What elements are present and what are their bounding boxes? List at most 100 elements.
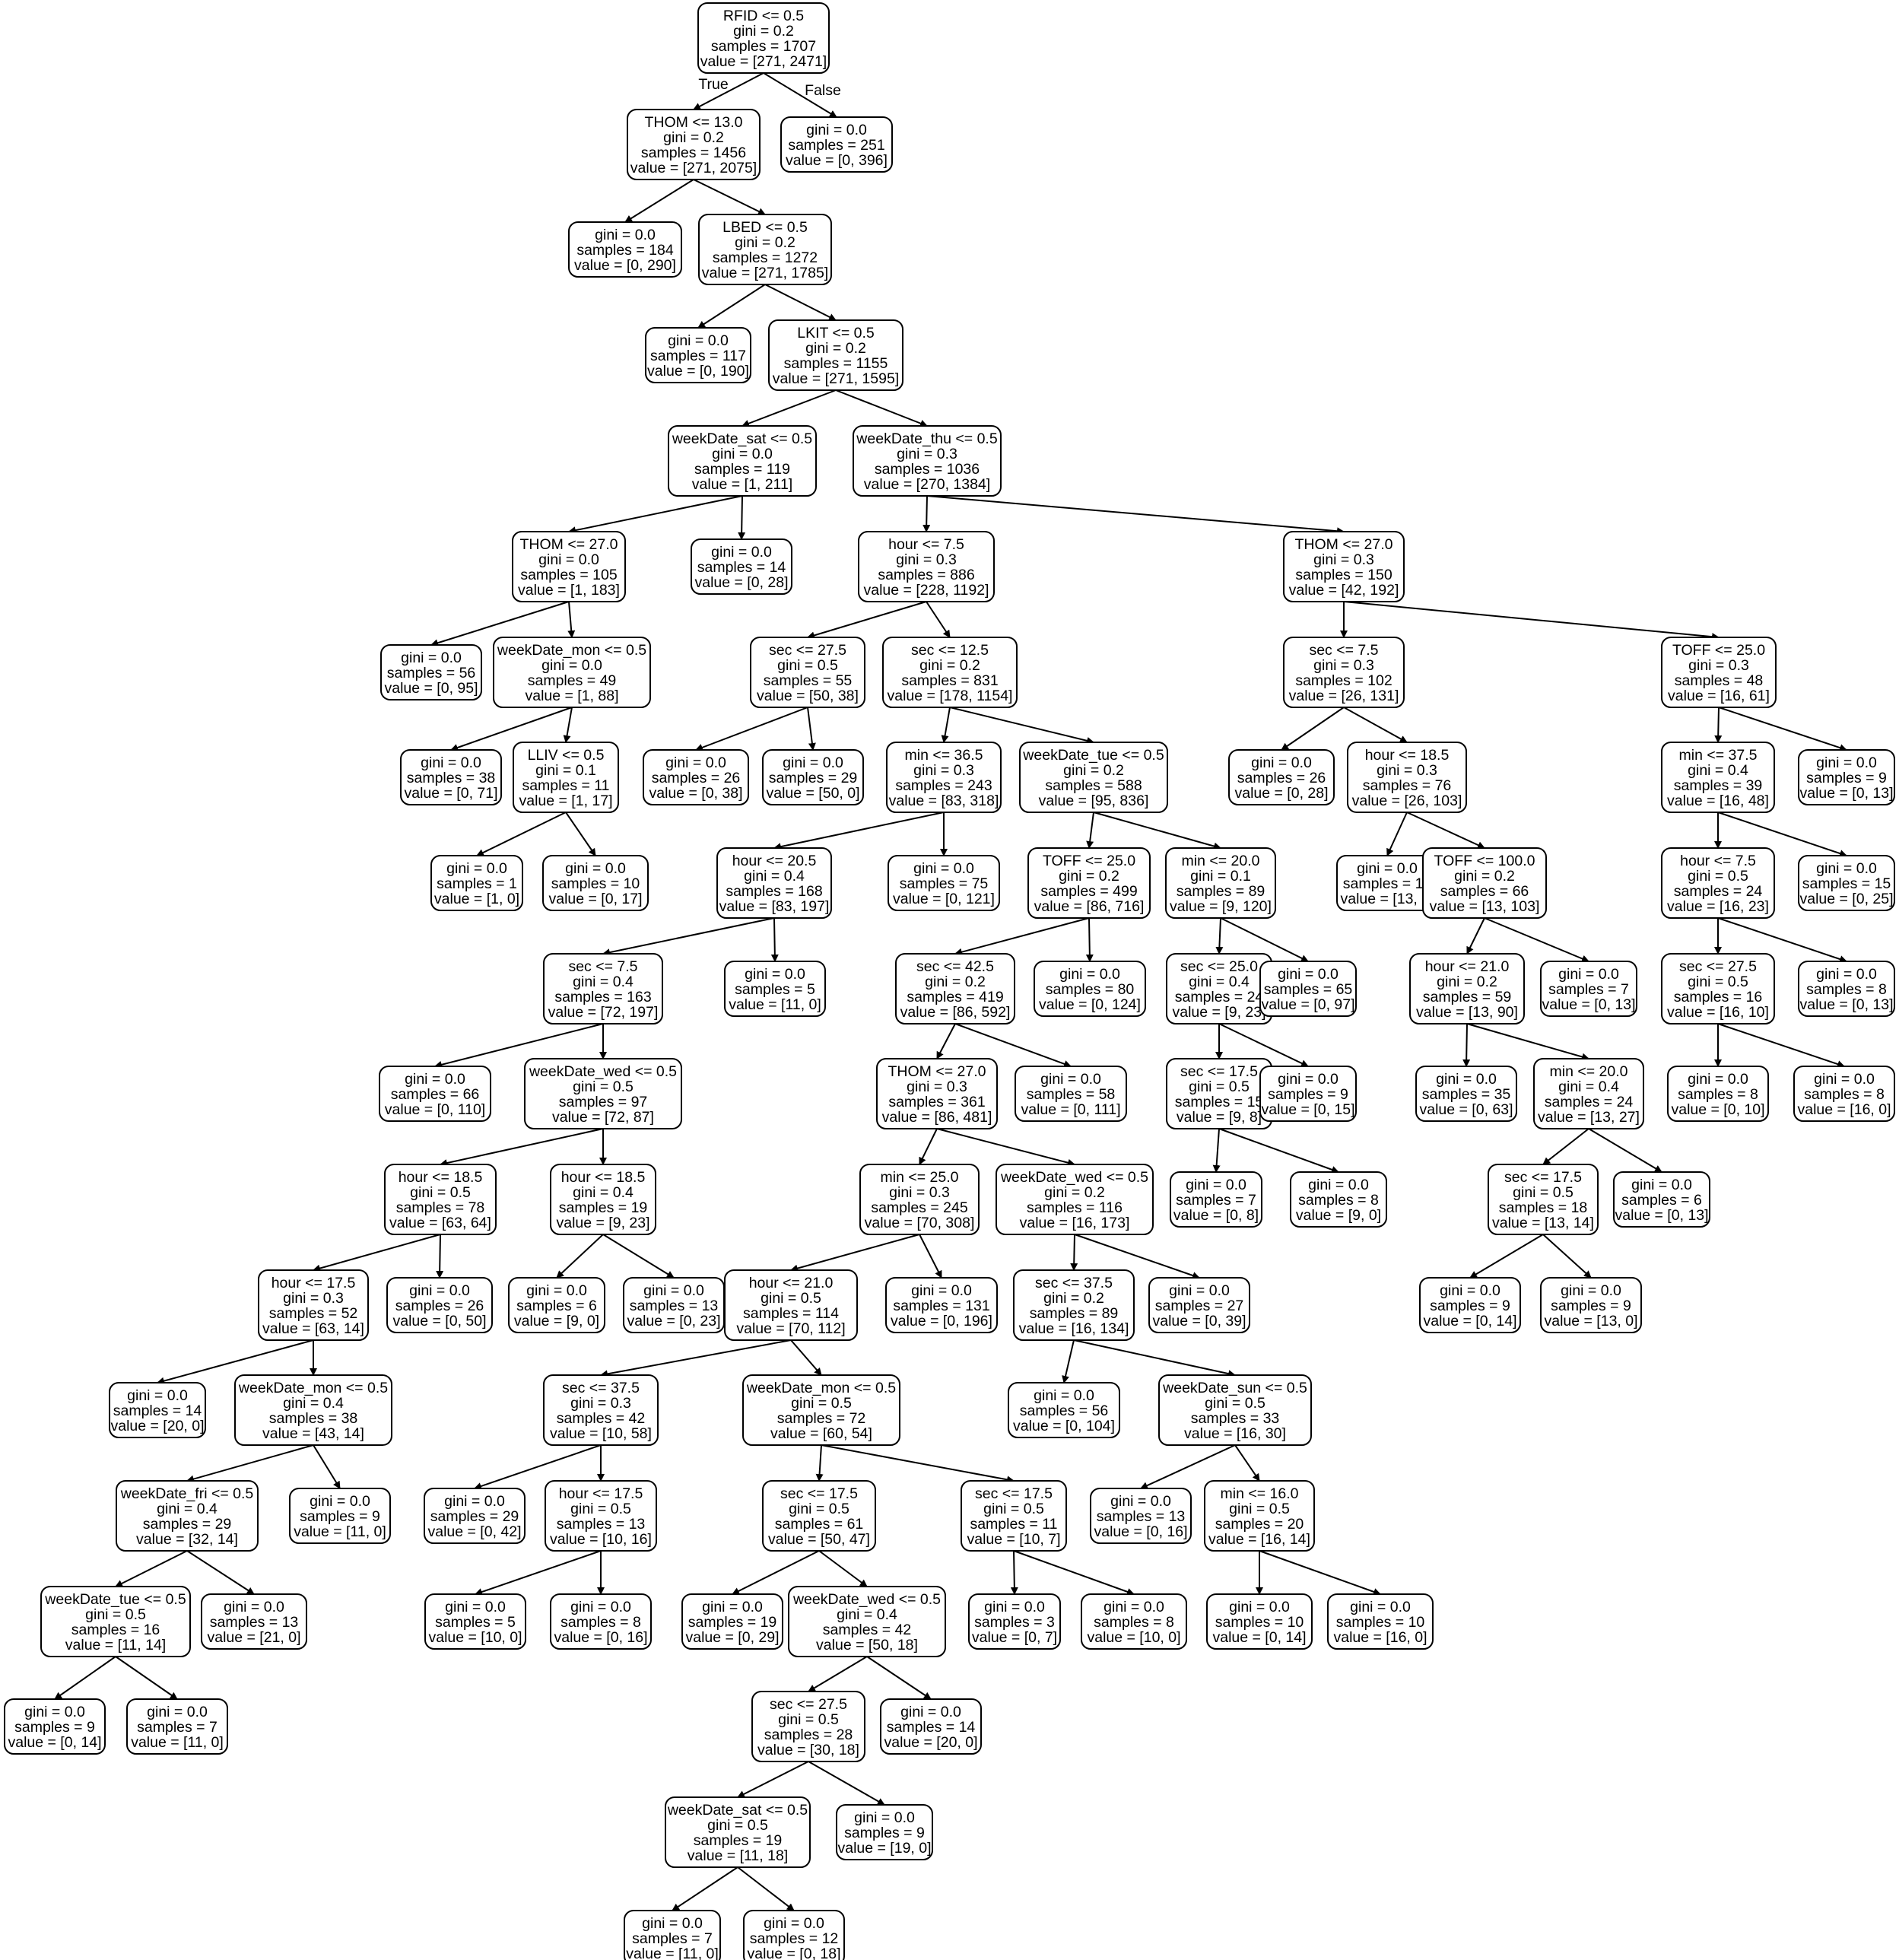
tree-edge-n21-n31 (565, 812, 596, 856)
node-text-line: LKIT <= 0.5 (797, 325, 875, 341)
tree-edge-n106-n109 (737, 1866, 795, 1911)
tree-edge-n10-n14 (430, 601, 570, 647)
node-box (859, 1164, 980, 1235)
node-box (384, 1164, 497, 1235)
node-text-line: TOFF <= 25.0 (1672, 642, 1765, 659)
node-box (1027, 847, 1151, 919)
tree-edge-n27-n37 (1406, 812, 1485, 849)
node-text-line: gini = 0.5 (761, 1290, 821, 1307)
tree-edge-n21-n30 (476, 812, 567, 856)
node-text-line: value = [86, 481] (882, 1109, 992, 1126)
node-text-line: value = [70, 112] (736, 1320, 845, 1337)
node-text-line: value = [0, 124] (1039, 996, 1141, 1013)
node-text-line: gini = 0.5 (570, 1501, 631, 1517)
node-box (126, 1698, 228, 1755)
node-text-line: samples = 13 (630, 1298, 719, 1314)
node-text-line: samples = 245 (871, 1199, 968, 1216)
tree-edge-n27-n36 (1386, 812, 1408, 856)
node-text-line: gini = 0.0 (421, 754, 481, 771)
node-text-line: samples = 9 (1806, 770, 1887, 786)
node-text-line: samples = 499 (1040, 883, 1137, 900)
node-box (400, 749, 502, 805)
node-text-line: value = [0, 121] (893, 891, 995, 907)
node-text-line: TOFF <= 25.0 (1043, 853, 1135, 869)
tree-edge-n1-n3 (763, 72, 837, 118)
node-text-line: value = [0, 38] (649, 785, 742, 802)
tree-edge-n83-n90 (1140, 1444, 1236, 1489)
node-text-line: gini = 0.2 (663, 129, 724, 146)
node-text-line: gini = 0.5 (1205, 1395, 1265, 1412)
tree-edge-n52-n62 (919, 1128, 938, 1165)
node-text-line: gini = 0.0 (911, 1282, 972, 1299)
node-text-line: samples = 1036 (875, 461, 980, 478)
node-text-line: value = [16, 48] (1667, 793, 1769, 809)
node-text-line: gini = 0.4 (283, 1395, 344, 1412)
node-box (1415, 1066, 1517, 1122)
node-text-line: gini = 0.5 (707, 1817, 768, 1834)
node-text-line: weekDate_fri <= 0.5 (120, 1485, 254, 1502)
node-text-line: value = [16, 10] (1667, 1004, 1769, 1021)
node-text-line: samples = 29 (769, 770, 858, 786)
tree-edge-n52-n63 (936, 1128, 1075, 1167)
node-text-line: value = [50, 0] (766, 785, 859, 802)
node-box (258, 1269, 369, 1341)
node-text-line: gini = 0.5 (789, 1501, 849, 1517)
node-box (1204, 1480, 1315, 1552)
tree-edge-n7-n8 (741, 389, 837, 427)
node-box (493, 637, 651, 708)
node-text-line: gini = 0.0 (900, 1704, 961, 1720)
node-text-line: samples = 9 (1430, 1298, 1510, 1314)
node-text-line: gini = 0.0 (1278, 1071, 1339, 1088)
node-text-line: gini = 0.0 (1104, 1599, 1164, 1615)
node-text-line: value = [9, 23] (1172, 1004, 1265, 1021)
node-text-line: samples = 61 (775, 1516, 864, 1533)
tree-edge-n19-n29 (1718, 707, 1847, 751)
node-box (1165, 847, 1276, 919)
node-box (542, 855, 649, 911)
node-box (1661, 953, 1775, 1024)
node-text-line: gini = 0.0 (1816, 860, 1877, 877)
node-text-line: value = [0, 111] (1021, 1101, 1121, 1118)
node-text-line: sec <= 12.5 (911, 642, 989, 659)
node-text-line: value = [0, 16] (1094, 1523, 1187, 1540)
node-text-line: sec <= 37.5 (1035, 1275, 1113, 1291)
node-box (1488, 1164, 1599, 1235)
node-text-line: samples = 97 (559, 1094, 648, 1110)
node-text-line: sec <= 7.5 (568, 958, 637, 975)
node-text-line: value = [0, 196] (891, 1313, 992, 1329)
node-text-line: gini = 0.0 (147, 1704, 208, 1720)
node-text-line: samples = 1272 (713, 249, 818, 266)
node-text-line: samples = 28 (764, 1727, 853, 1743)
tree-edge-n72-n81 (790, 1339, 822, 1376)
node-text-line: samples = 15 (1175, 1094, 1264, 1110)
node-text-line: gini = 0.3 (283, 1290, 344, 1307)
node-box (1259, 1066, 1357, 1122)
node-box (888, 855, 1000, 911)
node-text-line: gini = 0.0 (1816, 966, 1877, 983)
tree-edge-n104-n106 (737, 1761, 809, 1798)
node-text-line: samples = 7 (1548, 981, 1629, 998)
node-text-line: gini = 0.0 (1059, 966, 1120, 983)
tree-edge-n13-n19 (1343, 601, 1720, 641)
node-text-line: weekDate_tue <= 0.5 (44, 1591, 186, 1608)
node-text-line: RFID <= 0.5 (723, 8, 804, 24)
node-text-line: samples = 243 (895, 777, 992, 794)
node-text-line: samples = 10 (1215, 1614, 1304, 1631)
